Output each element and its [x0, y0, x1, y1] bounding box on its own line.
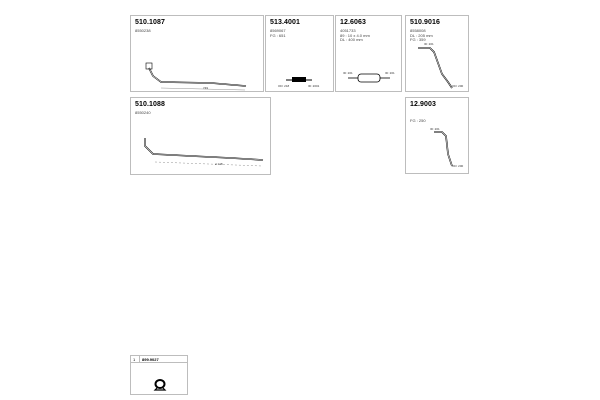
- dim-top: ID: 201: [424, 42, 434, 46]
- bent-pipe-drawing: [434, 131, 453, 167]
- part-card-12-6063[interactable]: 12.6063 4051733 89 : 10 x 4.0 mm DL : 40…: [335, 15, 402, 92]
- dim-left: OD: 218: [278, 84, 290, 88]
- accessory-card-899-9027[interactable]: 1 899.9027: [130, 355, 188, 395]
- dim-left: ID: 201: [343, 71, 353, 75]
- dim-right: ID: 201: [385, 71, 395, 75]
- divider: [139, 356, 140, 362]
- spec-length: DL : 205 mm: [410, 33, 433, 38]
- dim-top: ID: 201: [430, 127, 440, 131]
- part-number: 513.4001: [270, 19, 300, 26]
- dim-bottom: OD: 200: [452, 84, 464, 88]
- part-card-510-1087[interactable]: 510.1087 8550238 749: [130, 15, 264, 92]
- spec-fg: FG : 651: [270, 33, 286, 38]
- part-card-12-9003[interactable]: 12.9003 FG : 250 ID: 201 OD: 200: [405, 97, 469, 174]
- accessory-quantity: 1: [133, 357, 136, 362]
- part-card-510-9016[interactable]: 510.9016 8558008 DL : 205 mm FG : 359 ID…: [405, 15, 469, 92]
- accessory-part-number: 899.9027: [142, 357, 159, 362]
- bent-pipe-drawing: [418, 47, 453, 89]
- flex-pipe-drawing: [286, 77, 312, 82]
- oem-reference: 8558008: [410, 28, 426, 33]
- part-card-510-1088[interactable]: 510.1088 8550240 2 148: [130, 97, 271, 175]
- part-number: 12.9003: [410, 101, 437, 108]
- spec-fg: FG : 250: [410, 118, 426, 123]
- length-label: 749: [203, 86, 209, 90]
- dim-right: ID: 2001: [308, 84, 320, 88]
- long-pipe-drawing: [144, 138, 264, 167]
- length-label: 2 148: [215, 162, 223, 166]
- oem-reference: 8550240: [135, 110, 151, 115]
- dim-bottom: OD: 200: [452, 164, 464, 168]
- oem-reference: 4051733: [340, 28, 356, 33]
- part-number: 12.6063: [340, 19, 367, 26]
- part-number: 510.1087: [135, 19, 165, 26]
- exhaust-pipe-drawing: [145, 62, 247, 91]
- spec-diameter: 89 : 10 x 4.0 mm: [340, 33, 370, 38]
- clamp-icon: [153, 379, 167, 391]
- part-number: 510.1088: [135, 101, 165, 108]
- accessory-header: 1 899.9027: [131, 356, 187, 363]
- part-number: 510.9016: [410, 19, 440, 26]
- spec-length: DL : 400 mm: [340, 37, 363, 42]
- oem-reference: 8569067: [270, 28, 286, 33]
- muffler-drawing: [348, 73, 390, 83]
- spec-fg: FG : 359: [410, 37, 426, 42]
- oem-reference: 8550238: [135, 28, 151, 33]
- part-card-513-4001[interactable]: 513.4001 8569067 FG : 651 OD: 218 ID: 20…: [265, 15, 334, 92]
